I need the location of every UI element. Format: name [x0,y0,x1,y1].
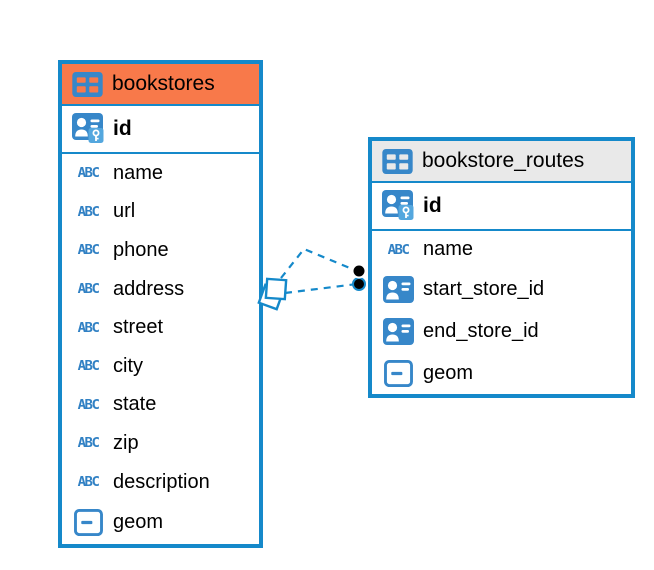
column-label: geom [113,511,164,534]
string-icon: ABC [77,397,100,413]
column-label: zip [113,431,139,454]
foreign-key-icon [381,317,415,345]
column-label: city [113,354,143,377]
column-row[interactable]: ABC zip [62,424,259,463]
column-label: address [113,277,185,300]
string-icon: ABC [77,281,100,297]
string-icon: ABC [77,204,100,220]
column-label: name [423,238,474,261]
column-label: id [113,117,132,140]
string-icon: ABC [387,242,410,258]
column-row[interactable]: end_store_id [372,311,631,353]
column-label: id [423,194,442,217]
primary-key-icon [71,113,105,145]
column-row[interactable]: ABC url [62,193,259,232]
table-icon [380,148,414,174]
relationship-line[interactable] [284,282,358,295]
entity-header-bookstores[interactable]: bookstores [62,64,259,106]
entity-header-bookstore_routes[interactable]: bookstore_routes [372,141,631,183]
foreign-key-icon [381,276,415,304]
geometry-icon [381,359,415,387]
entity-title: bookstores [112,72,215,95]
string-icon: ABC [77,320,100,336]
column-row[interactable]: start_store_id [372,269,631,311]
column-row[interactable]: ABC address [62,270,259,309]
column-label: phone [113,238,169,261]
relationship-line[interactable] [280,247,358,279]
string-icon: ABC [77,358,100,374]
primary-key-icon [381,190,415,222]
column-row[interactable]: ABC description [62,463,259,502]
string-icon: ABC [77,435,100,452]
string-icon: ABC [77,165,100,181]
column-label: url [113,200,136,223]
column-row[interactable]: ABC name [62,154,259,193]
column-label: end_store_id [423,319,539,342]
relationship-dot-marker[interactable] [352,277,366,291]
column-label: geom [423,361,474,384]
column-row[interactable]: ABC phone [62,231,259,270]
column-label: state [113,393,157,416]
column-row[interactable]: ABC state [62,386,259,425]
column-label: street [113,316,164,339]
column-row[interactable]: ABC name [372,231,631,269]
column-row[interactable]: geom [372,352,631,394]
table-icon [70,71,104,97]
string-icon: ABC [77,242,100,259]
column-row-primary-key[interactable]: id [62,106,259,154]
geometry-icon [71,509,105,537]
column-label: description [113,470,210,493]
column-row[interactable]: ABC city [62,347,259,386]
column-label: name [113,161,164,184]
relationship-dot-marker[interactable] [351,263,367,279]
relationship-diamond-marker[interactable] [264,277,288,301]
column-row[interactable]: ABC street [62,308,259,347]
column-list: ABC name start_store_id end_store_id geom [372,231,631,394]
column-row-primary-key[interactable]: id [372,183,631,231]
column-label: start_store_id [423,278,545,301]
string-icon: ABC [77,474,100,490]
column-row[interactable]: geom [62,501,259,544]
entity-title: bookstore_routes [422,149,585,172]
